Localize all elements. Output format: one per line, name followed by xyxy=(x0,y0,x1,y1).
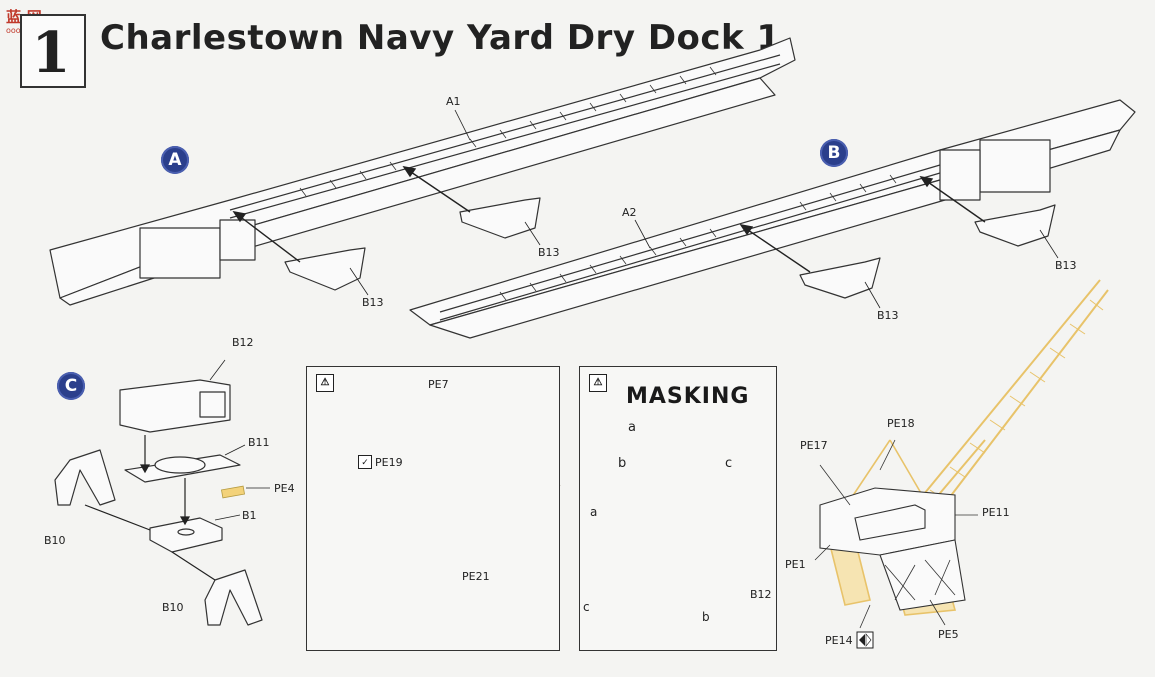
label-pe21: PE21 xyxy=(462,570,490,583)
label-b1: B1 xyxy=(242,509,257,522)
bracket-b13-3 xyxy=(799,257,881,299)
mask-label-c: c xyxy=(583,600,590,614)
label-pe5: PE5 xyxy=(938,628,959,641)
crane-drawing xyxy=(814,279,1109,629)
mask-label-a: a xyxy=(628,420,636,435)
label-b13: B13 xyxy=(538,246,560,259)
label-b13: B13 xyxy=(362,296,384,309)
warning-icon: ⚠ xyxy=(316,374,334,392)
photoetch-panel xyxy=(306,366,560,651)
page-title: Charlestown Navy Yard Dry Dock 1 xyxy=(100,18,781,58)
label-b12-masking: B12 xyxy=(750,588,772,601)
fold-check-icon: ✓ xyxy=(358,455,372,469)
mask-label-b: b xyxy=(702,610,710,624)
label-pe18: PE18 xyxy=(887,417,915,430)
step-badge-a: A xyxy=(161,146,189,174)
warning-icon: ⚠ xyxy=(589,374,607,392)
label-pe4: PE4 xyxy=(274,482,295,495)
wall-a1-drawing xyxy=(49,37,796,306)
step-number: 1 xyxy=(31,20,71,86)
bracket-b13-2 xyxy=(459,197,541,239)
bracket-b13-4 xyxy=(974,204,1056,247)
step-number-box xyxy=(20,14,86,88)
label-pe1: PE1 xyxy=(785,558,806,571)
label-pe19: PE19 xyxy=(375,456,403,469)
label-b11: B11 xyxy=(248,436,270,449)
label-b12: B12 xyxy=(232,336,254,349)
masking-panel xyxy=(579,366,777,651)
pe4-part xyxy=(221,485,245,499)
mask-label-c: c xyxy=(725,456,733,471)
section-c-drawing xyxy=(54,379,263,626)
label-pe7: PE7 xyxy=(428,378,449,391)
label-a2: A2 xyxy=(622,206,637,219)
label-pe11: PE11 xyxy=(982,506,1010,519)
label-a1: A1 xyxy=(446,95,461,108)
label-b13: B13 xyxy=(877,309,899,322)
pe14-fold-symbol xyxy=(856,631,874,649)
label-b10: B10 xyxy=(162,601,184,614)
mask-label-a: a xyxy=(590,505,598,519)
step-badge-c: C xyxy=(57,372,85,400)
bracket-b13-1 xyxy=(284,247,366,291)
masking-title: MASKING xyxy=(626,384,750,409)
mask-label-b: b xyxy=(618,456,627,471)
step-badge-b: B xyxy=(820,139,848,167)
label-b13: B13 xyxy=(1055,259,1077,272)
label-b10: B10 xyxy=(44,534,66,547)
label-pe17: PE17 xyxy=(800,439,828,452)
wall-a2-drawing xyxy=(409,99,1136,339)
label-pe14: PE14 xyxy=(825,634,853,647)
